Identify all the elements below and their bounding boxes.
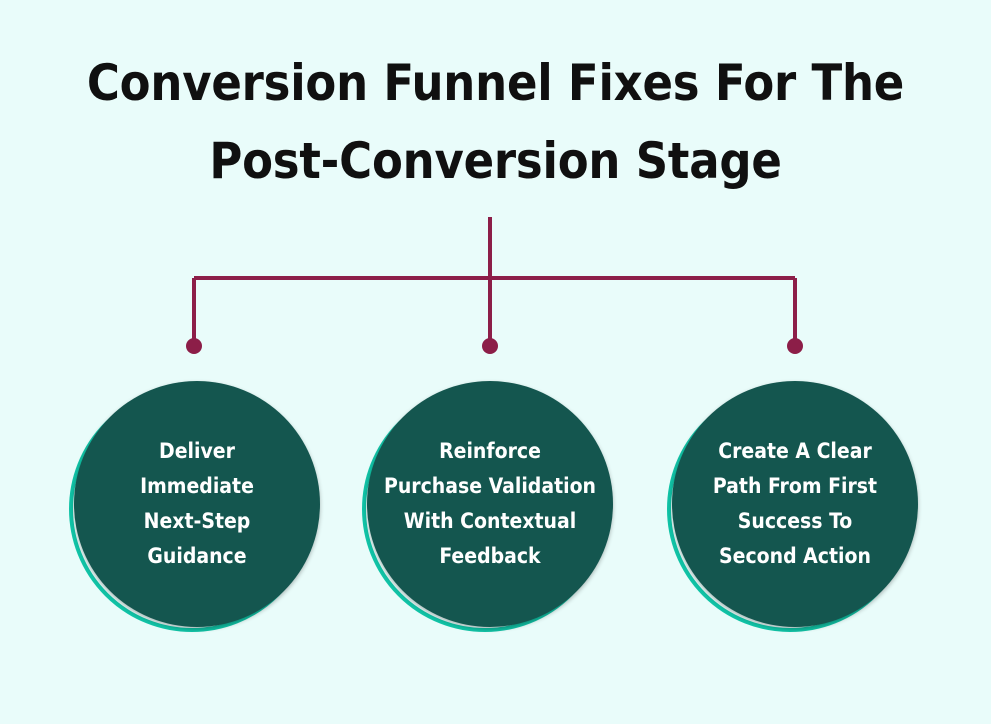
connector-dot-center	[482, 338, 498, 354]
node-label: Deliver Immediate Next-Step Guidance	[140, 439, 254, 568]
node-label: Create A Clear Path From First Success T…	[712, 439, 878, 568]
node-disc: Deliver Immediate Next-Step Guidance	[74, 381, 320, 627]
node-row: Deliver Immediate Next-Step Guidance Rei…	[0, 381, 991, 632]
node-label: Reinforce Purchase Validation With Conte…	[383, 439, 597, 568]
node-deliver-immediate-next-step-guidance[interactable]: Deliver Immediate Next-Step Guidance	[69, 381, 320, 632]
node-reinforce-purchase-validation[interactable]: Reinforce Purchase Validation With Conte…	[362, 381, 613, 632]
connector-dot-right	[787, 338, 803, 354]
page-title-line-2: Post-Conversion Stage	[209, 132, 782, 190]
connector-dot-left	[186, 338, 202, 354]
page-title-line-1: Conversion Funnel Fixes For The	[86, 54, 905, 112]
node-disc: Create A Clear Path From First Success T…	[672, 381, 918, 627]
node-disc: Reinforce Purchase Validation With Conte…	[367, 381, 613, 627]
page-title: Conversion Funnel Fixes For The Post-Con…	[0, 44, 991, 200]
node-create-clear-path[interactable]: Create A Clear Path From First Success T…	[667, 381, 918, 632]
